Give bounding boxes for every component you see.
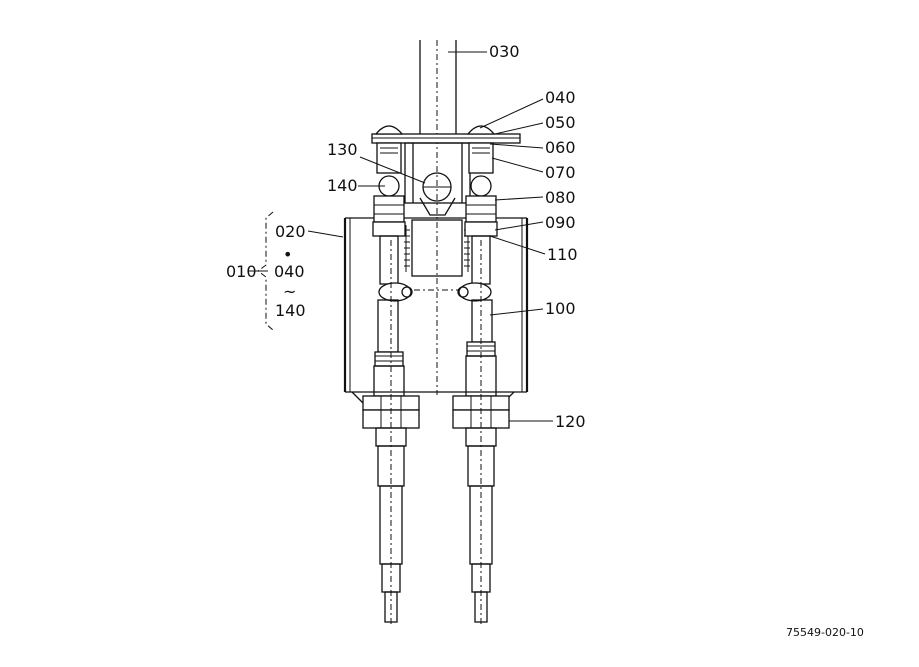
assembly-range: 010 • 040 ~ 140 <box>226 245 306 320</box>
cup-housing <box>343 217 529 409</box>
callout-120: 120 <box>555 412 586 431</box>
callout-090: 090 <box>545 213 576 232</box>
left-electrode <box>362 142 420 625</box>
top-plate <box>371 125 521 144</box>
callout-070: 070 <box>545 163 576 182</box>
assembly-range-mid: 040 <box>274 262 305 281</box>
assembly-bullet: • <box>283 245 292 264</box>
callout-130: 130 <box>327 140 358 159</box>
callout-140: 140 <box>327 176 358 195</box>
callout-060: 060 <box>545 138 576 157</box>
callout-labels: 030 040 050 060 070 080 090 110 100 120 … <box>275 42 586 431</box>
right-electrode <box>452 142 510 625</box>
callout-080: 080 <box>545 188 576 207</box>
callout-110: 110 <box>547 245 578 264</box>
callout-100: 100 <box>545 299 576 318</box>
assembly-parent-label: 010 <box>226 262 257 281</box>
callout-030: 030 <box>489 42 520 61</box>
assembly-range-end: 140 <box>275 301 306 320</box>
leader-lines <box>248 51 553 422</box>
assembly-bracket <box>257 211 274 331</box>
assembly-tilde: ~ <box>283 282 296 301</box>
figure-number: 75549-020-10 <box>786 626 864 639</box>
callout-050: 050 <box>545 113 576 132</box>
callout-020: 020 <box>275 222 306 241</box>
callout-040: 040 <box>545 88 576 107</box>
